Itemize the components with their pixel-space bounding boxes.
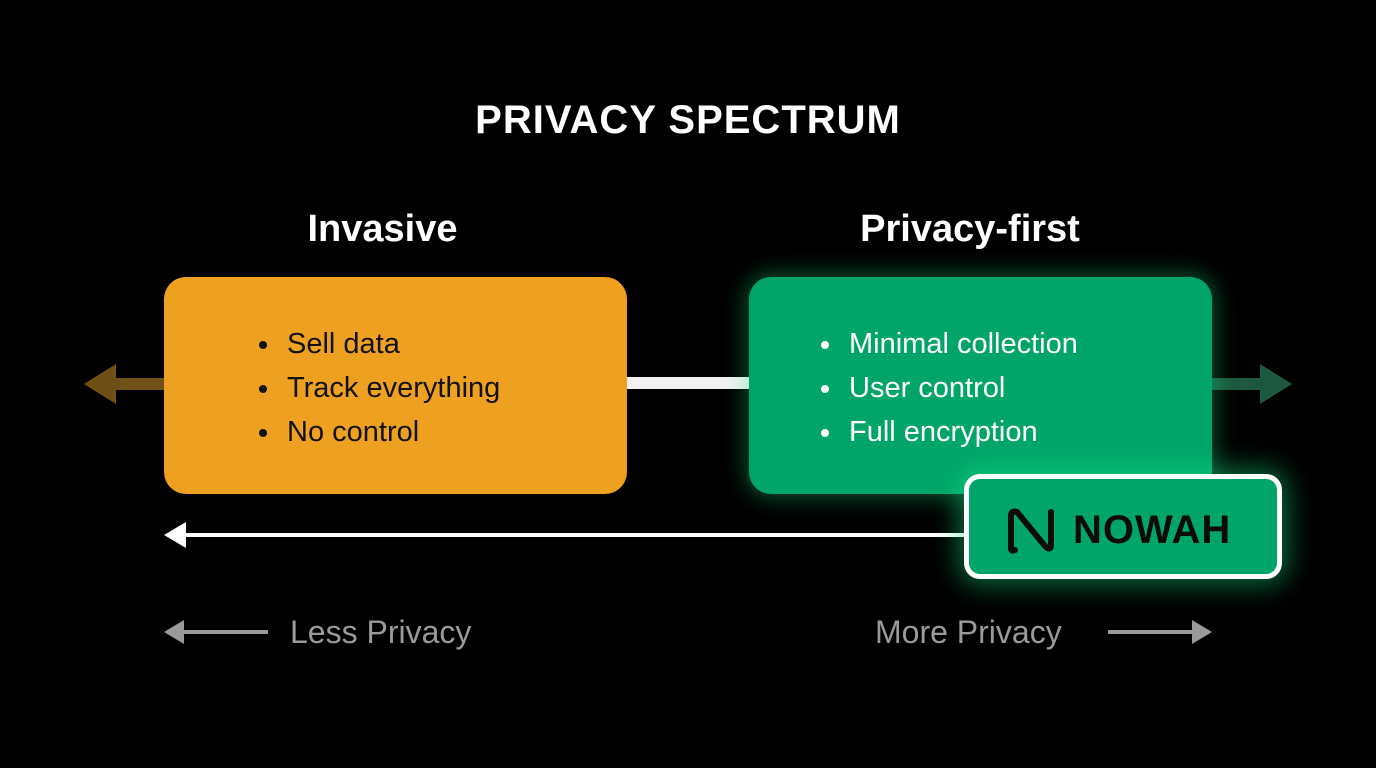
list-item-text: Track everything — [287, 372, 501, 404]
less-privacy-label: Less Privacy — [290, 614, 472, 650]
list-item: Track everything — [259, 366, 500, 410]
list-item-text: Minimal collection — [849, 328, 1078, 360]
list-item: Sell data — [259, 322, 500, 366]
bullet-icon — [259, 429, 267, 437]
more-privacy-label: More Privacy — [875, 614, 1062, 650]
list-item-text: Sell data — [287, 328, 400, 360]
nowah-badge: NOWAH — [964, 474, 1282, 579]
privacy-first-list: Minimal collection User control Full enc… — [821, 322, 1078, 454]
list-item: No control — [259, 410, 500, 454]
bullet-icon — [259, 341, 267, 349]
list-item-text: User control — [849, 372, 1006, 404]
right-arrow-head — [1260, 364, 1292, 404]
bullet-icon — [259, 385, 267, 393]
list-item: Full encryption — [821, 410, 1078, 454]
left-arrow-head — [84, 364, 116, 404]
bullet-icon — [821, 429, 829, 437]
invasive-heading: Invasive — [307, 208, 458, 250]
list-item: Minimal collection — [821, 322, 1078, 366]
invasive-box: Sell data Track everything No control — [164, 277, 627, 494]
bullet-icon — [821, 341, 829, 349]
more-privacy-arrow-head — [1192, 620, 1212, 644]
brand-name: NOWAH — [1073, 508, 1232, 552]
diagram-title: PRIVACY SPECTRUM — [475, 98, 901, 142]
spectrum-arrow-head — [164, 522, 186, 548]
invasive-list: Sell data Track everything No control — [259, 322, 500, 454]
less-privacy-arrow-head — [164, 620, 184, 644]
list-item: User control — [821, 366, 1078, 410]
list-item-text: Full encryption — [849, 416, 1038, 448]
privacy-first-heading: Privacy-first — [860, 208, 1080, 250]
nowah-logo-icon — [1008, 508, 1054, 554]
privacy-first-box: Minimal collection User control Full enc… — [749, 277, 1212, 494]
bullet-icon — [821, 385, 829, 393]
list-item-text: No control — [287, 416, 420, 448]
